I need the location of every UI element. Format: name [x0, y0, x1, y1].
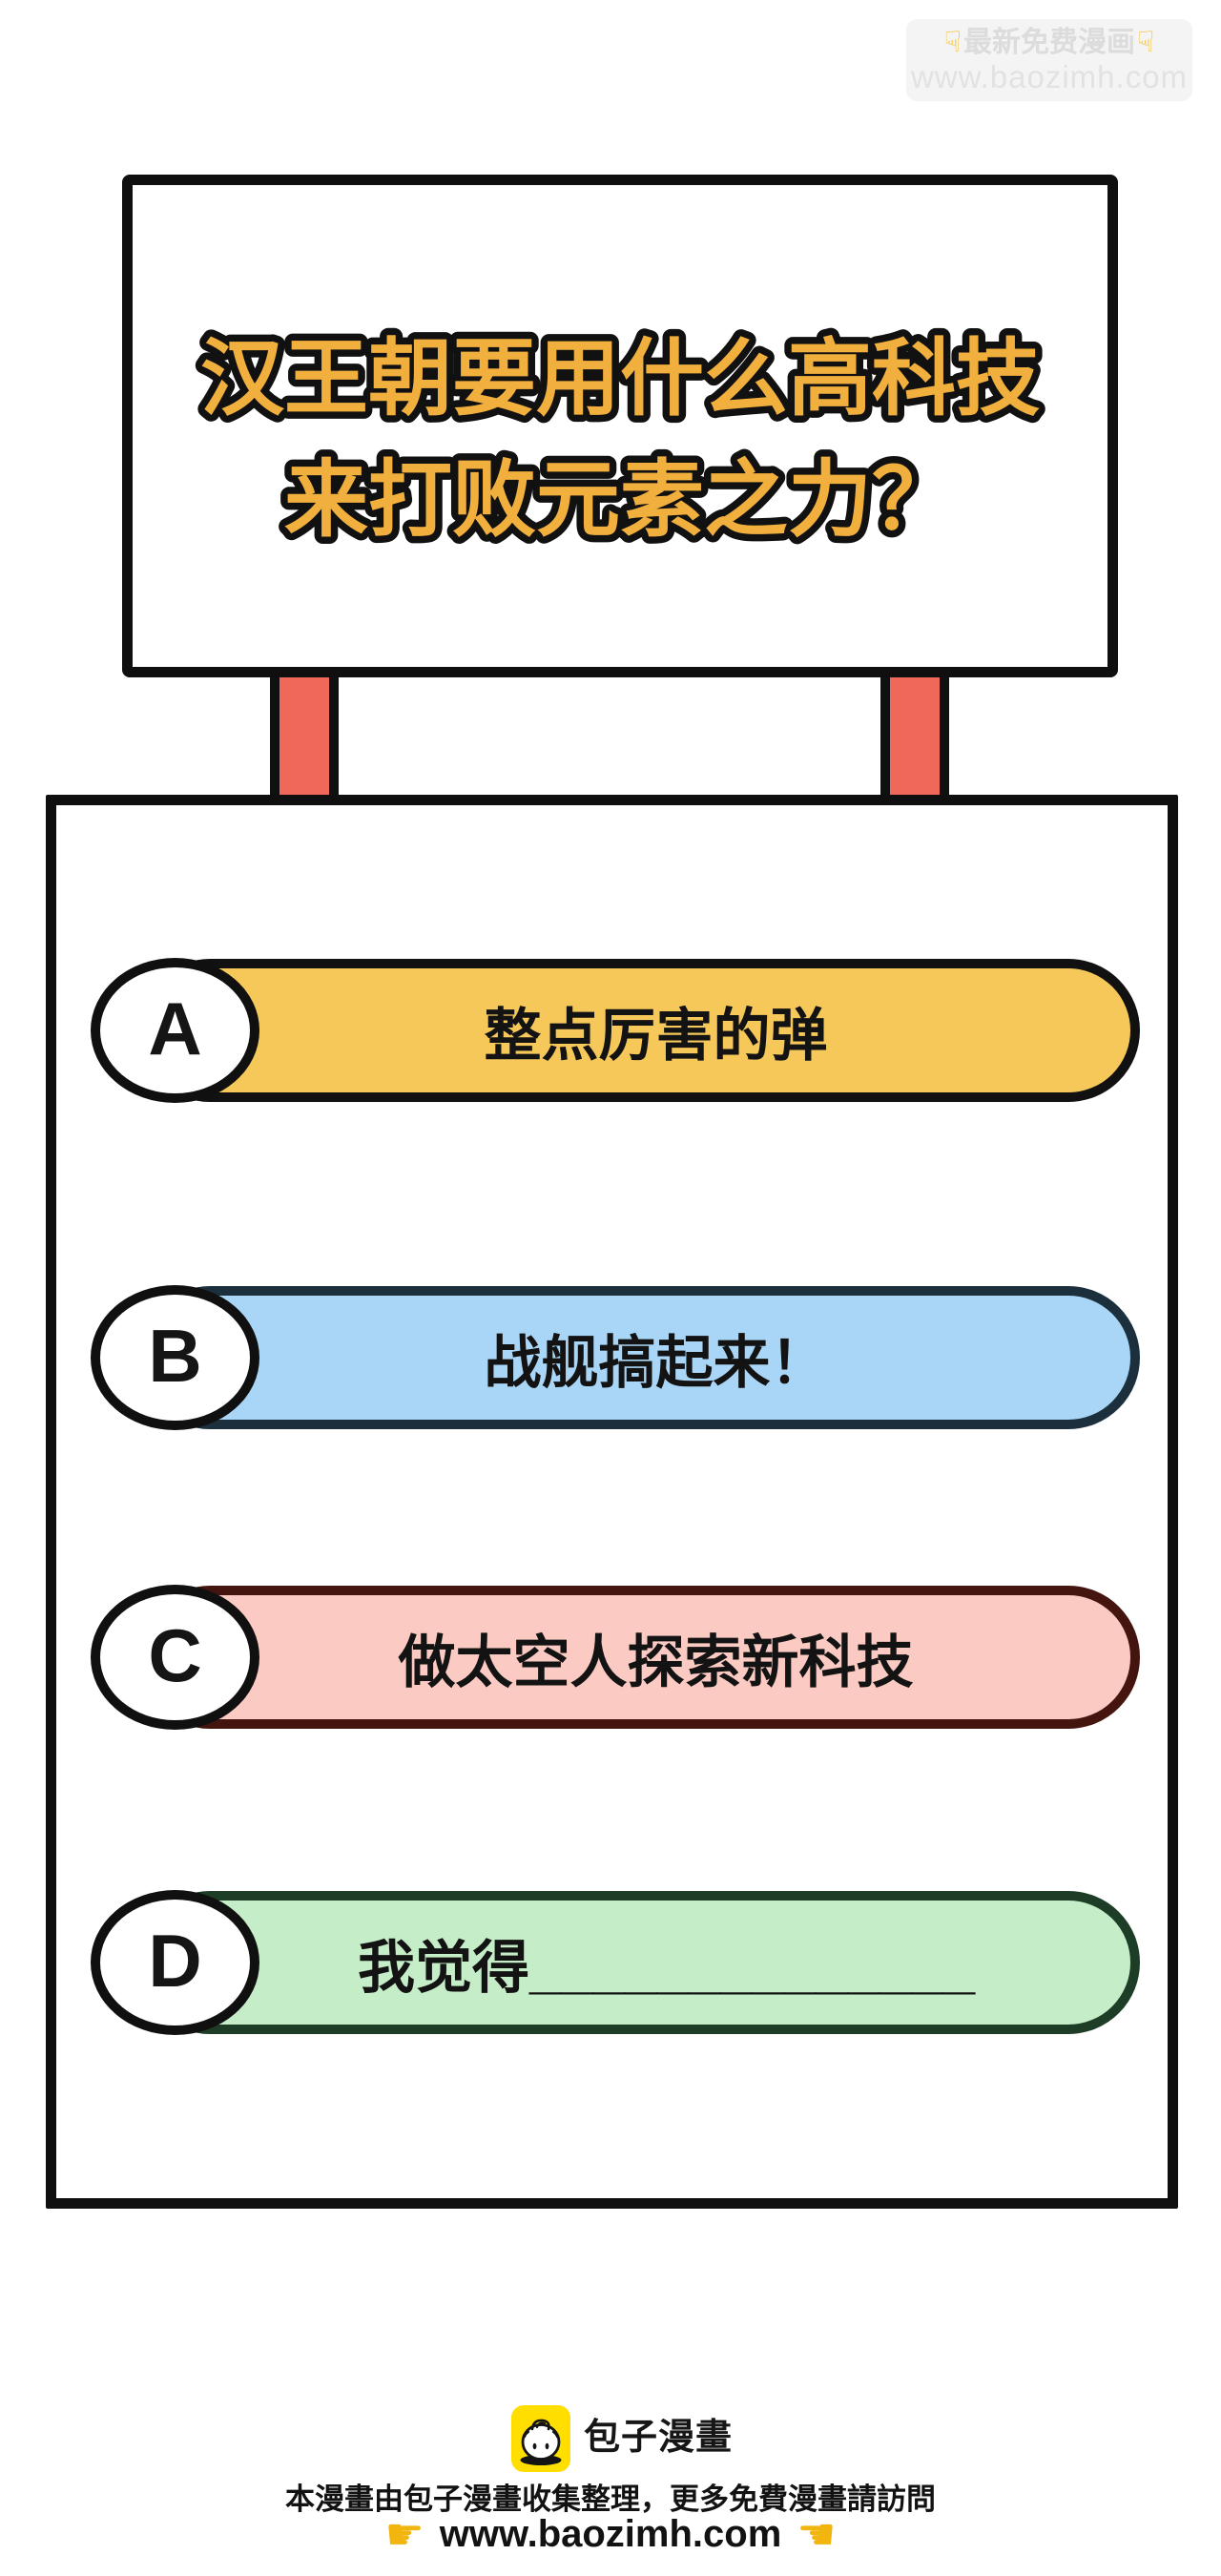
brand-name: 包子漫畫 — [584, 2418, 734, 2458]
option-b[interactable]: 战舰搞起来！ B — [91, 1285, 1140, 1430]
watermark-title: ☟ 最新免费漫画 ☟ — [944, 27, 1155, 59]
question-title: 汉王朝要用什么高科技 来打败元素之力？ — [193, 324, 1046, 554]
option-d[interactable]: 我觉得______________ D — [91, 1890, 1140, 2035]
option-d-letter: D — [148, 1919, 202, 2003]
sign-post-left — [270, 670, 339, 803]
option-c-badge: C — [91, 1585, 259, 1730]
point-left-icon: ☚ — [797, 2509, 837, 2559]
watermark-url: www.baozimh.com — [910, 59, 1189, 94]
option-b-letter: B — [148, 1314, 202, 1398]
option-a-label: 整点厉害的弹 — [484, 1003, 828, 1068]
option-b-label: 战舰搞起来！ — [484, 1330, 828, 1395]
option-a-letter: A — [148, 987, 202, 1070]
option-a[interactable]: 整点厉害的弹 A — [91, 958, 1140, 1103]
point-down-icon: ☟ — [1137, 27, 1155, 58]
footer-site-row: ☛ www.baozimh.com ☚ — [0, 2509, 1221, 2559]
sign-post-right — [880, 670, 949, 803]
option-c-label: 做太空人探索新科技 — [398, 1630, 914, 1694]
watermark-banner: ☟ 最新免费漫画 ☟ www.baozimh.com — [906, 19, 1192, 101]
option-b-pill — [138, 1286, 1140, 1429]
point-down-icon: ☟ — [943, 27, 962, 58]
option-d-badge: D — [91, 1890, 259, 2035]
question-sign: 汉王朝要用什么高科技 来打败元素之力？ — [122, 175, 1118, 677]
option-c-letter: C — [148, 1613, 202, 1697]
point-right-icon: ☛ — [384, 2509, 424, 2559]
option-a-badge: A — [91, 958, 259, 1103]
question-title-line2: 来打败元素之力？ — [284, 452, 956, 547]
option-b-badge: B — [91, 1285, 259, 1430]
question-title-line1: 汉王朝要用什么高科技 — [200, 331, 1040, 426]
option-c-pill — [138, 1586, 1140, 1729]
option-a-pill — [138, 959, 1140, 1102]
option-c[interactable]: 做太空人探索新科技 C — [91, 1585, 1140, 1730]
option-d-label: 我觉得______________ — [358, 1935, 976, 2000]
baozi-logo-icon — [511, 2405, 570, 2472]
footer-notice: 本漫畫由包子漫畫收集整理，更多免費漫畫請訪問 — [285, 2483, 936, 2516]
watermark-title-text: 最新免费漫画 — [963, 27, 1135, 58]
footer-site-url: www.baozimh.com — [439, 2512, 782, 2555]
option-d-pill — [138, 1891, 1140, 2034]
